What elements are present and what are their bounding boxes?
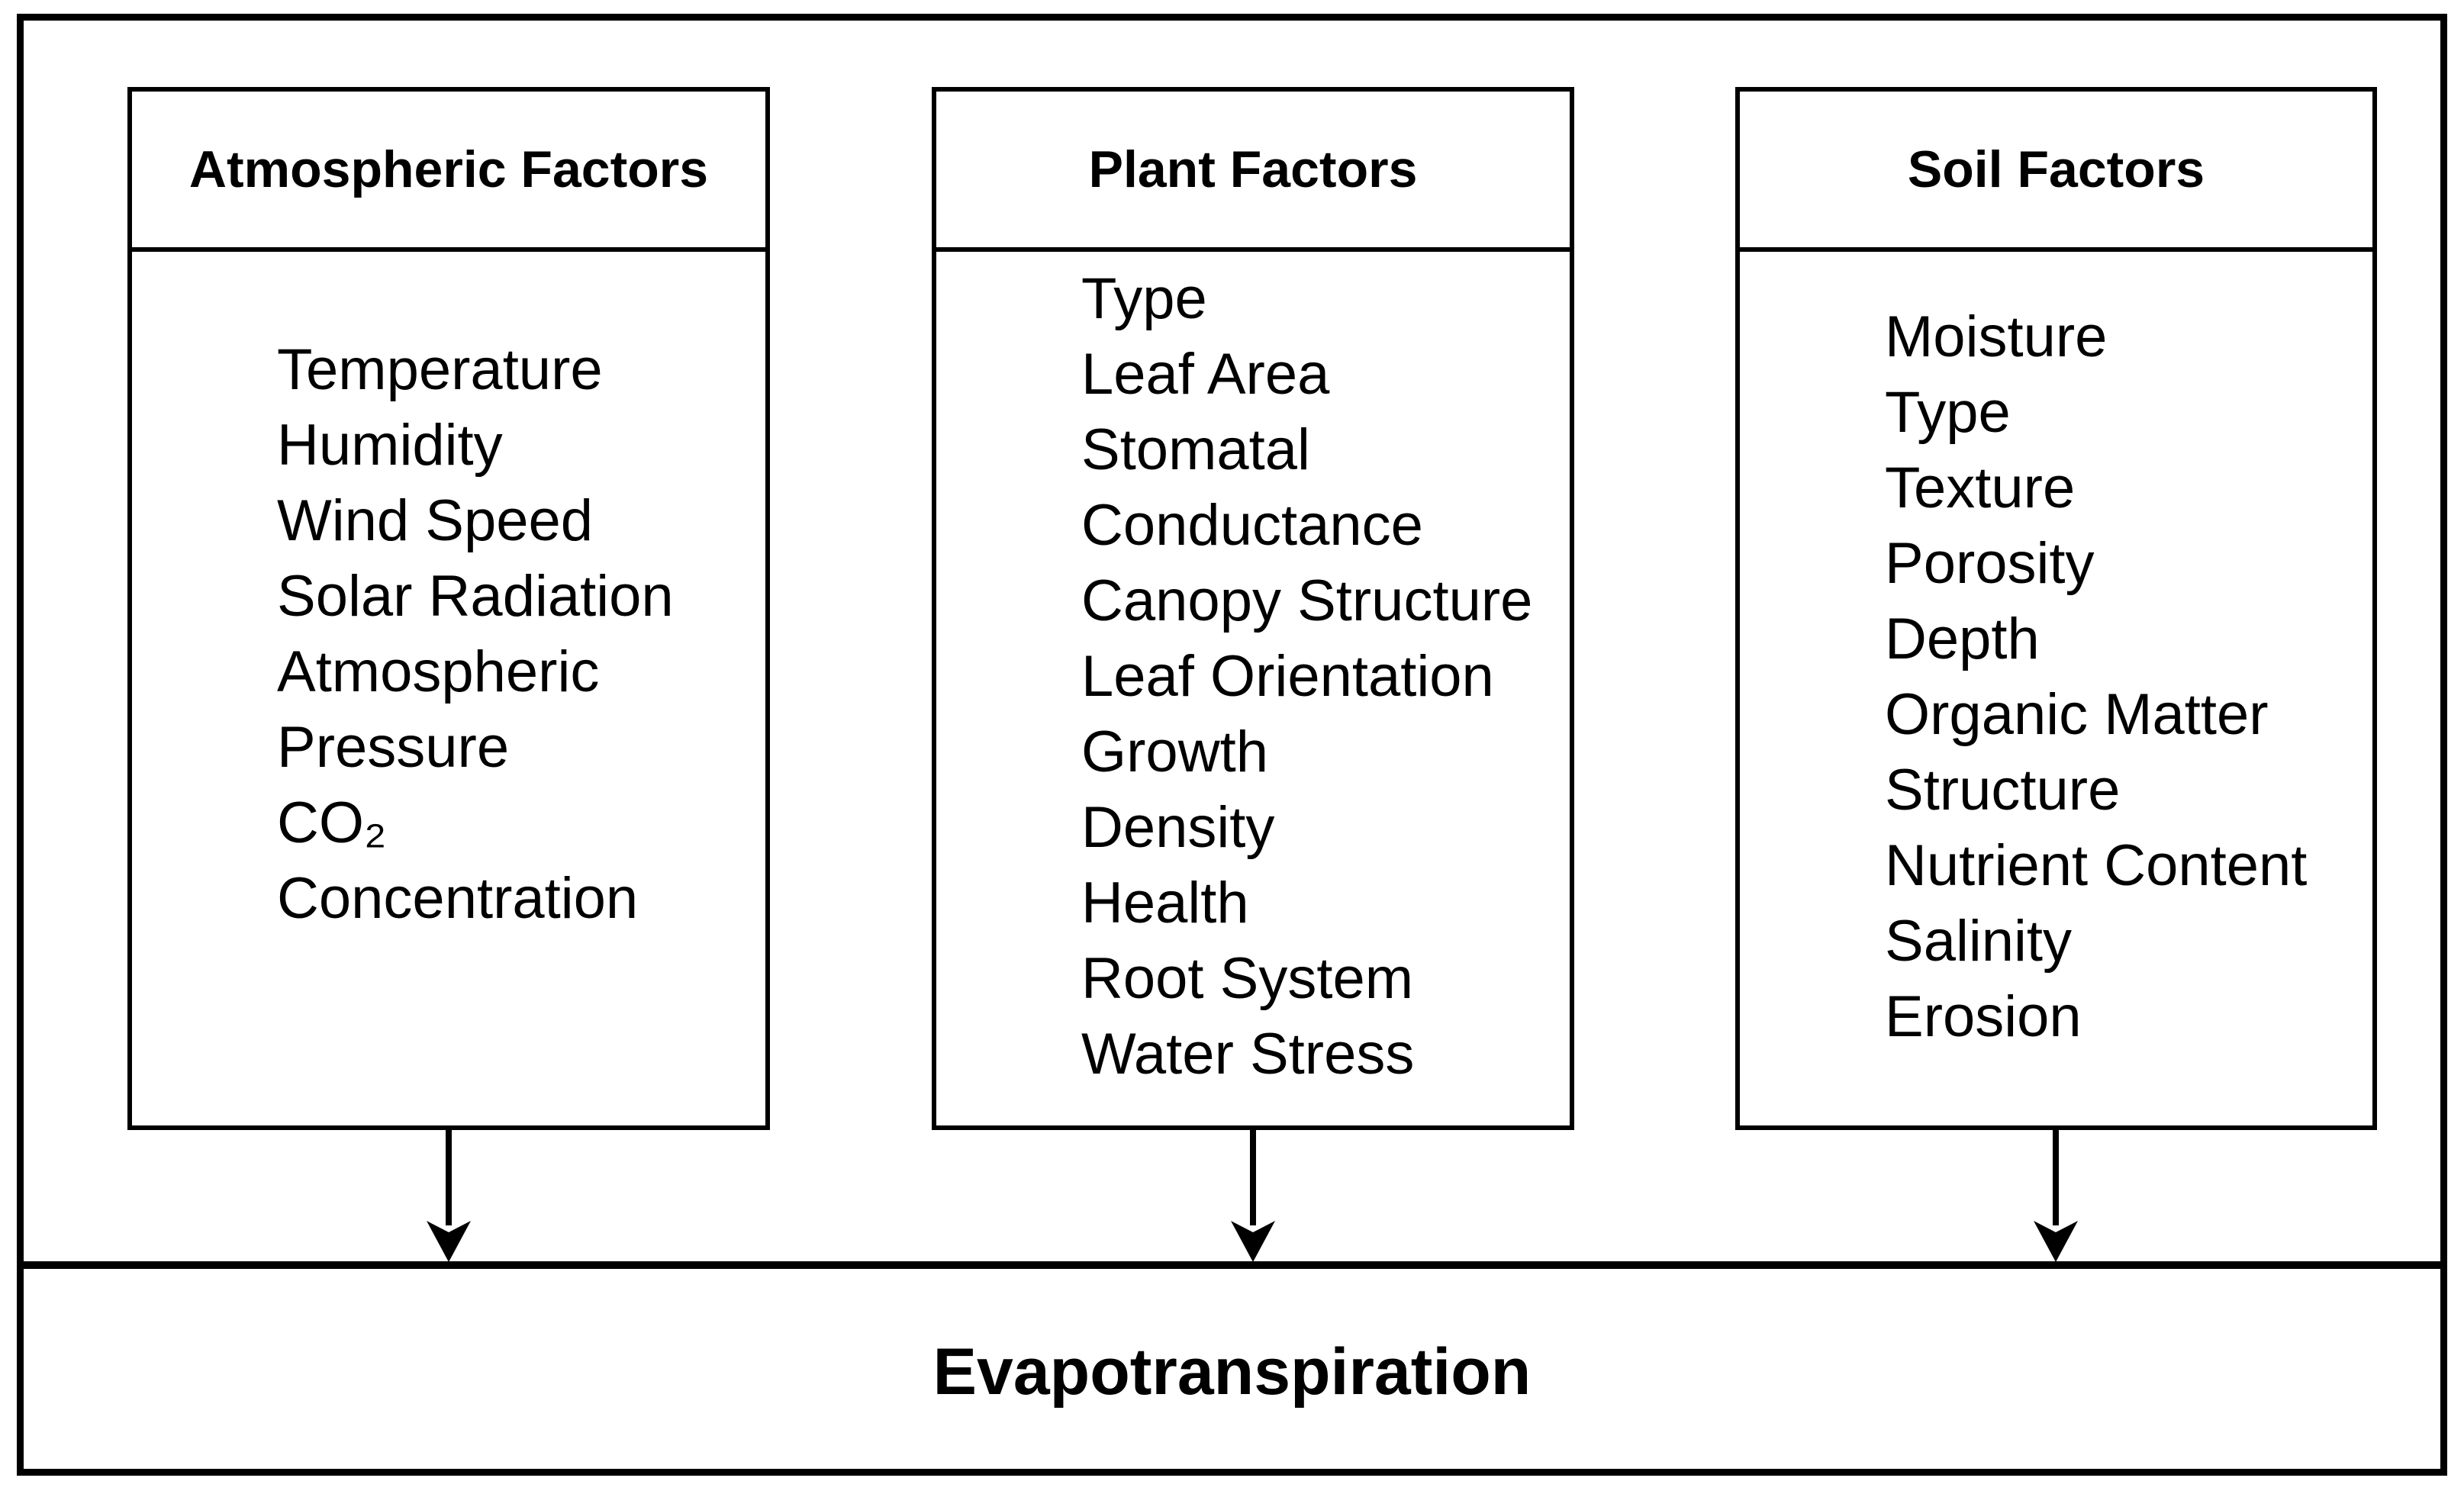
evapotranspiration-label: Evapotranspiration	[932, 1335, 1532, 1409]
soil-factors-header: Soil Factors	[1740, 92, 2372, 252]
factor-line: Health	[1081, 871, 1249, 935]
factor-line: Root System	[1081, 946, 1414, 1011]
factor-line: Moisture	[1885, 304, 2108, 369]
factor-line: Texture	[1885, 456, 2076, 520]
factor-line: Solar Radiation	[277, 564, 674, 629]
factor-line: Nutrient Content	[1885, 833, 2308, 898]
factor-line: Type	[1885, 380, 2011, 445]
factor-line: Porosity	[1885, 531, 2095, 596]
factor-line: Stomatal	[1081, 417, 1310, 482]
factor-line: Wind Speed	[277, 488, 594, 553]
factor-line: Humidity	[277, 413, 503, 478]
factor-line: Erosion	[1885, 984, 2082, 1049]
factor-line: Conductance	[1081, 493, 1423, 558]
factor-line: Density	[1081, 795, 1275, 860]
soil-down-arrow-icon	[2034, 1128, 2078, 1262]
factor-line: Atmospheric	[277, 639, 600, 704]
factor-line: Organic Matter	[1885, 682, 2269, 747]
factor-line: Canopy Structure	[1081, 568, 1533, 633]
factor-line: Structure	[1885, 758, 2121, 823]
factor-line: Salinity	[1885, 909, 2072, 974]
factor-line: Leaf Area	[1081, 342, 1330, 407]
factor-line: Pressure	[277, 715, 510, 780]
factor-line: Type	[1081, 266, 1207, 331]
factor-line: Growth	[1081, 720, 1268, 784]
factor-line: Temperature	[277, 337, 603, 402]
factor-line: CO₂	[277, 790, 387, 855]
diagram-frame	[17, 14, 2447, 1476]
factor-line: Water Stress	[1081, 1022, 1415, 1087]
factor-line: Concentration	[277, 866, 639, 931]
factor-line: Leaf Orientation	[1081, 644, 1494, 709]
atmospheric-down-arrow-icon	[427, 1128, 471, 1262]
plant-factors-header: Plant Factors	[936, 92, 1570, 252]
plant-down-arrow-icon	[1231, 1128, 1275, 1262]
factor-line: Depth	[1885, 607, 2040, 671]
atmospheric-factors-header: Atmospheric Factors	[132, 92, 765, 252]
evapotranspiration-box: Evapotranspiration	[17, 1261, 2447, 1476]
